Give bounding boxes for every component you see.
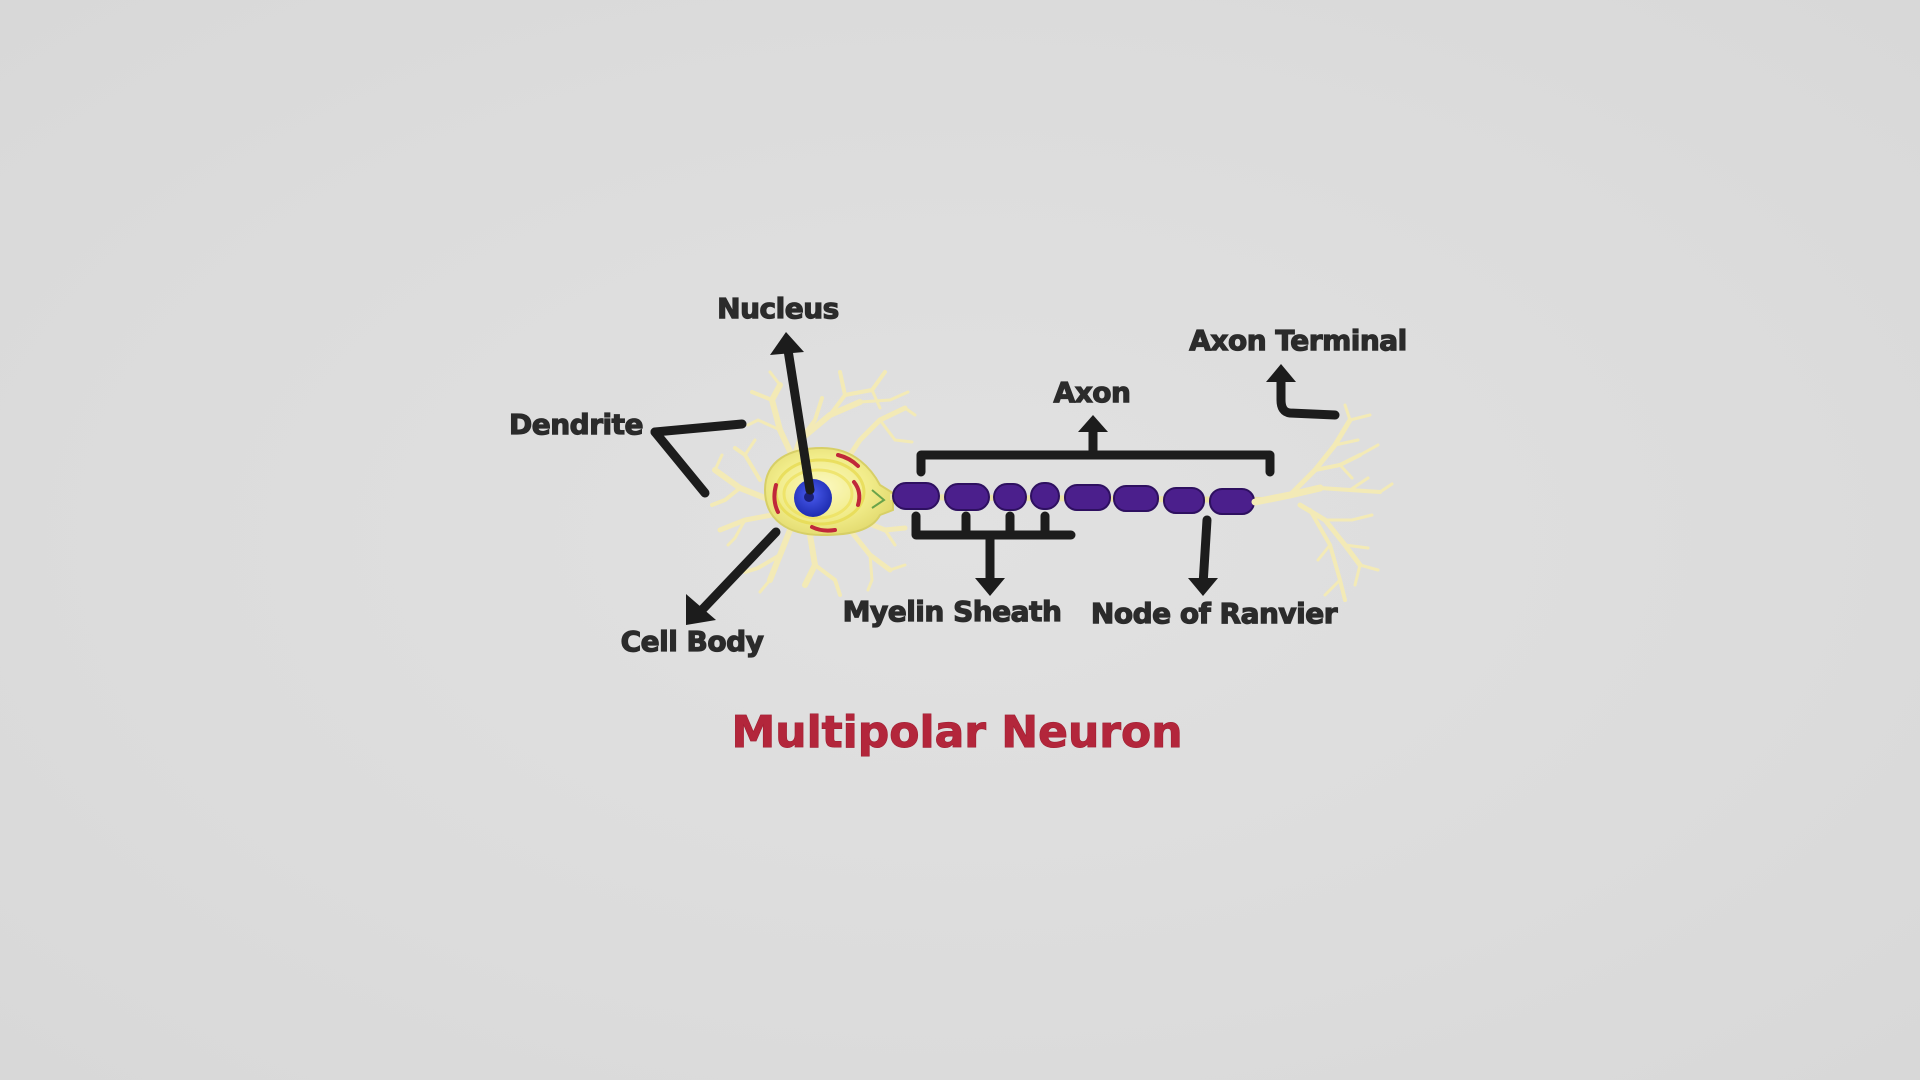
axon-terminal-pointer — [1266, 364, 1340, 420]
nucleus-pointer — [770, 332, 815, 495]
label-axon: Axon — [1054, 376, 1131, 409]
diagram-title: Multipolar Neuron — [731, 707, 1182, 758]
label-axon-terminal: Axon Terminal — [1189, 324, 1407, 357]
label-myelin-sheath: Myelin Sheath — [843, 595, 1062, 628]
axon-terminal-branches — [1251, 403, 1394, 602]
label-nucleus: Nucleus — [717, 292, 839, 325]
label-dendrite: Dendrite — [509, 408, 643, 441]
label-node-of-ranvier: Node of Ranvier — [1091, 597, 1338, 630]
nucleus-shape — [794, 479, 832, 517]
dendrite-pointer — [650, 419, 747, 498]
myelin-sheath-bracket — [911, 511, 1076, 596]
cell-body-pointer — [686, 527, 781, 625]
myelin-segments — [892, 482, 1255, 515]
node-of-ranvier-pointer — [1188, 515, 1218, 596]
axon-bracket — [916, 415, 1275, 477]
label-cell-body: Cell Body — [621, 625, 764, 658]
